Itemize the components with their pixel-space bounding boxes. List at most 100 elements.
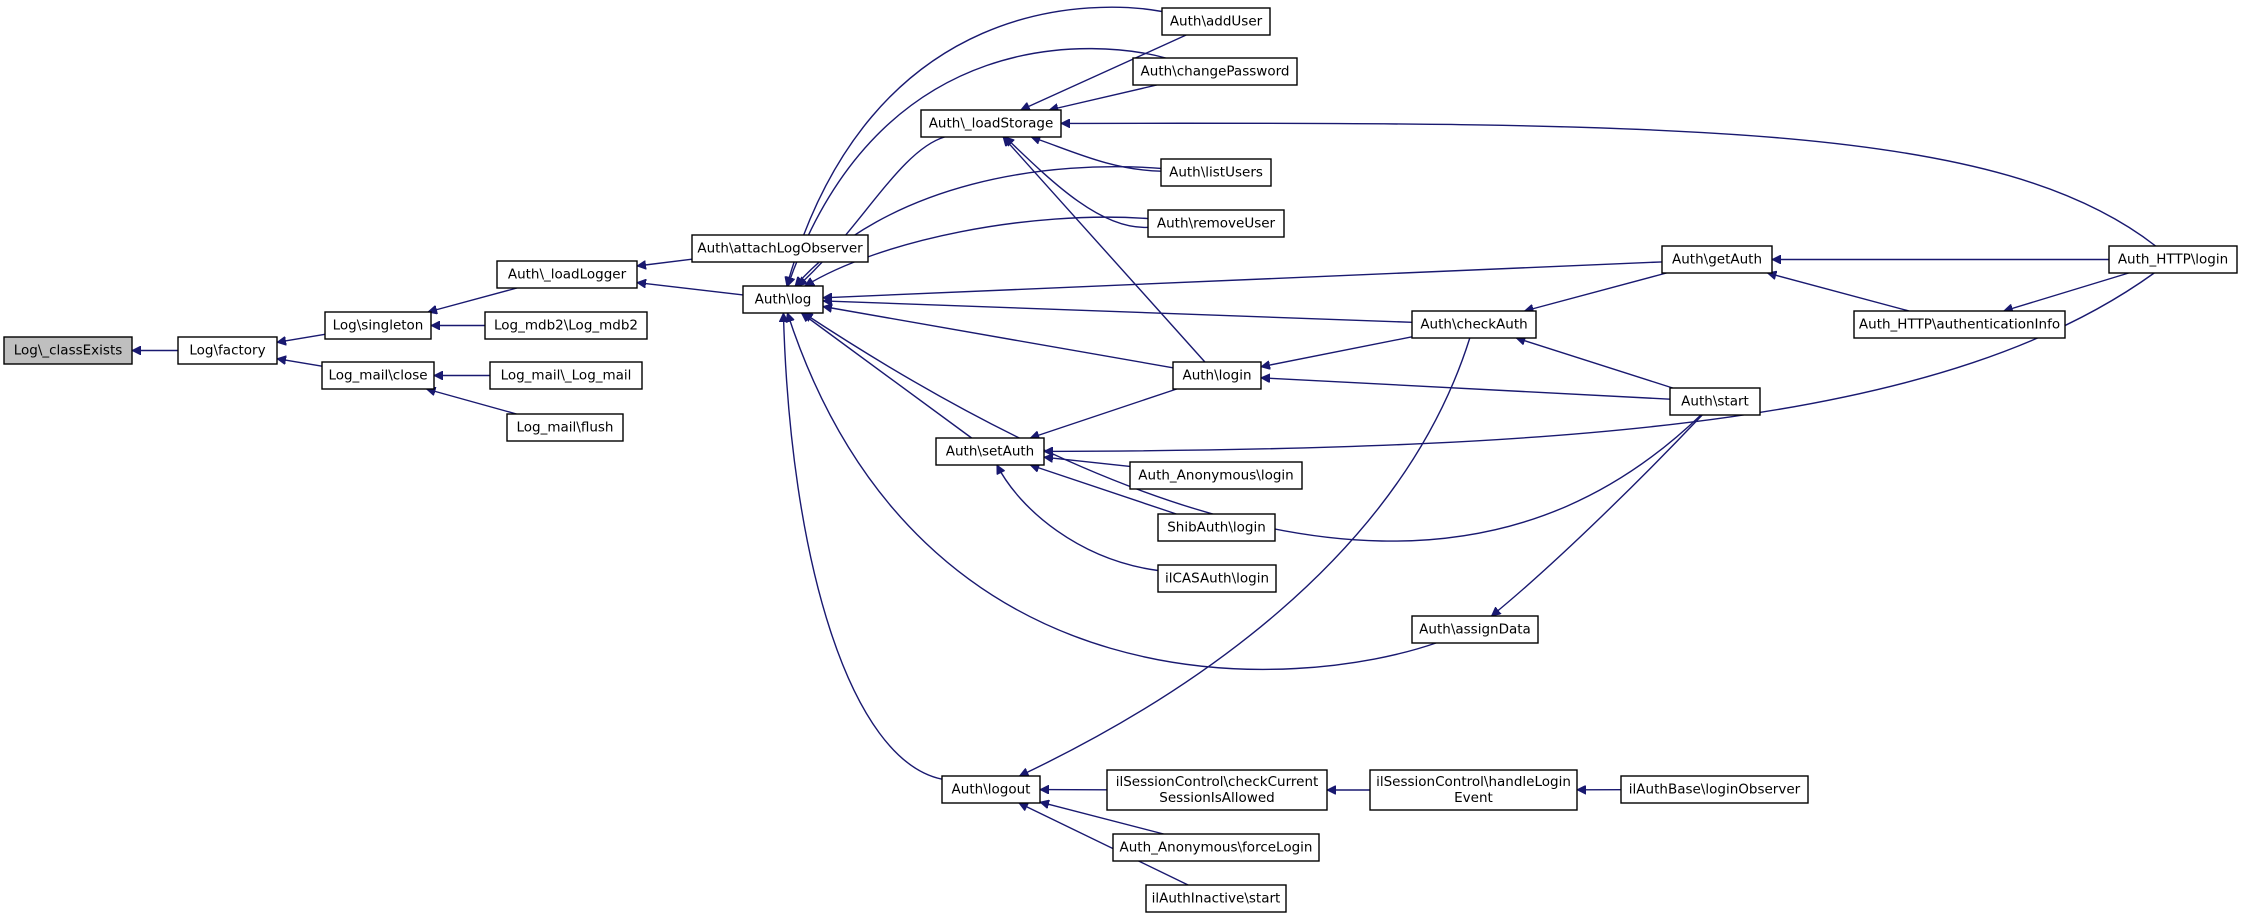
- node-label: Auth\addUser: [1170, 14, 1263, 30]
- node-box[interactable]: [3, 336, 133, 365]
- edge-listUsers-to-loadStorage: [1031, 137, 1162, 172]
- node-authLogout[interactable]: Auth\logout: [941, 775, 1041, 804]
- node-box[interactable]: [1147, 209, 1285, 238]
- node-label: Auth\log: [755, 292, 812, 308]
- node-box[interactable]: [1669, 387, 1761, 416]
- node-box[interactable]: [935, 437, 1045, 466]
- node-label: Auth\start: [1681, 394, 1749, 410]
- node-box[interactable]: [1161, 7, 1271, 36]
- node-forceLogin[interactable]: Auth_Anonymous\forceLogin: [1112, 833, 1320, 862]
- node-box[interactable]: [1411, 310, 1537, 339]
- node-label: Auth\attachLogObserver: [697, 241, 863, 257]
- node-label: Auth\checkAuth: [1420, 317, 1527, 333]
- node-box[interactable]: [321, 361, 435, 390]
- node-inactiveStart[interactable]: ilAuthInactive\start: [1145, 884, 1287, 913]
- node-box[interactable]: [1411, 615, 1539, 644]
- node-listUsers[interactable]: Auth\listUsers: [1160, 158, 1272, 187]
- edge-casLogin-to-setAuth: [996, 465, 1159, 572]
- node-loadStorage[interactable]: Auth\_loadStorage: [920, 109, 1062, 138]
- node-box[interactable]: [941, 775, 1041, 804]
- edge-authStart-to-checkAuth: [1516, 338, 1673, 389]
- node-getAuth[interactable]: Auth\getAuth: [1661, 245, 1773, 274]
- node-label: Auth\assignData: [1419, 622, 1531, 638]
- node-addUser[interactable]: Auth\addUser: [1161, 7, 1271, 36]
- node-checkCurrent[interactable]: ilSessionControl\checkCurrentSessionIsAl…: [1106, 769, 1328, 811]
- node-box[interactable]: [177, 336, 278, 365]
- node-box[interactable]: [1172, 361, 1262, 390]
- node-box[interactable]: [1369, 769, 1578, 811]
- node-label: ilAuthBase\loginObserver: [1629, 782, 1801, 798]
- edge-httpLogin-to-authInfo: [2004, 272, 2129, 311]
- node-shibLogin[interactable]: ShibAuth\login: [1157, 513, 1276, 542]
- edge-getAuth-to-authLog: [823, 261, 1663, 298]
- node-logMailFlush[interactable]: Log_mail\flush: [506, 413, 624, 442]
- node-logMailClose[interactable]: Log_mail\close: [321, 361, 435, 390]
- node-box[interactable]: [1157, 564, 1277, 593]
- node-box[interactable]: [489, 361, 643, 390]
- node-label: Log_mail\_Log_mail: [501, 368, 632, 384]
- node-classExists[interactable]: Log\_classExists: [3, 336, 133, 365]
- edge-inactiveStart-to-authLogout: [1019, 802, 1189, 886]
- edge-addUser-to-authLog: [787, 6, 1163, 286]
- node-attachLogObserver[interactable]: Auth\attachLogObserver: [691, 234, 869, 263]
- node-label: Auth\logout: [952, 782, 1031, 798]
- node-box[interactable]: [1132, 57, 1298, 86]
- node-logMdb2[interactable]: Log_mdb2\Log_mdb2: [484, 311, 648, 340]
- node-box[interactable]: [1620, 775, 1809, 804]
- node-box[interactable]: [1853, 310, 2066, 339]
- node-box[interactable]: [920, 109, 1062, 138]
- edge-authStart-to-authLog: [804, 312, 1702, 542]
- node-authLogin[interactable]: Auth\login: [1172, 361, 1262, 390]
- node-logMailLogMail[interactable]: Log_mail\_Log_mail: [489, 361, 643, 390]
- node-box[interactable]: [1129, 461, 1303, 490]
- node-loginObserver[interactable]: ilAuthBase\loginObserver: [1620, 775, 1809, 804]
- node-authStart[interactable]: Auth\start: [1669, 387, 1761, 416]
- edge-removeUser-to-loadStorage: [1005, 137, 1149, 229]
- node-box[interactable]: [324, 311, 432, 340]
- node-box[interactable]: [1106, 769, 1328, 811]
- node-changePassword[interactable]: Auth\changePassword: [1132, 57, 1298, 86]
- edge-logMailFlush-to-logMailClose: [427, 389, 517, 415]
- node-label: ShibAuth\login: [1167, 520, 1266, 536]
- node-label: Event: [1454, 790, 1493, 806]
- node-httpLogin[interactable]: Auth_HTTP\login: [2108, 245, 2238, 274]
- node-label: Auth_Anonymous\login: [1138, 468, 1293, 484]
- edge-authLogin-to-loadStorage: [1003, 137, 1206, 363]
- node-anonLogin[interactable]: Auth_Anonymous\login: [1129, 461, 1303, 490]
- edge-authStart-to-assignData: [1492, 414, 1703, 616]
- edge-changePassword-to-loadStorage: [1049, 84, 1157, 110]
- edge-setAuth-to-authLog: [801, 313, 973, 439]
- node-box[interactable]: [2108, 245, 2238, 274]
- node-box[interactable]: [1145, 884, 1287, 913]
- node-box[interactable]: [1112, 833, 1320, 862]
- node-logSingleton[interactable]: Log\singleton: [324, 311, 432, 340]
- edge-loadStorage-to-authLog: [798, 136, 945, 286]
- node-setAuth[interactable]: Auth\setAuth: [935, 437, 1045, 466]
- node-checkAuth[interactable]: Auth\checkAuth: [1411, 310, 1537, 339]
- edge-logMailClose-to-logFactory: [277, 359, 323, 367]
- node-box[interactable]: [742, 285, 824, 314]
- edge-logSingleton-to-logFactory: [277, 333, 326, 342]
- node-box[interactable]: [484, 311, 648, 340]
- node-authLoadLogger[interactable]: Auth\_loadLogger: [496, 260, 638, 289]
- node-label: Auth\listUsers: [1169, 165, 1263, 181]
- edge-getAuth-to-checkAuth: [1525, 272, 1667, 311]
- node-box[interactable]: [506, 413, 624, 442]
- node-logFactory[interactable]: Log\factory: [177, 336, 278, 365]
- node-label: Auth\removeUser: [1157, 216, 1276, 232]
- node-casLogin[interactable]: ilCASAuth\login: [1157, 564, 1277, 593]
- node-box[interactable]: [496, 260, 638, 289]
- node-authInfo[interactable]: Auth_HTTP\authenticationInfo: [1853, 310, 2066, 339]
- node-assignData[interactable]: Auth\assignData: [1411, 615, 1539, 644]
- node-box[interactable]: [1157, 513, 1276, 542]
- node-label: Log_mail\flush: [517, 420, 614, 436]
- node-authLog[interactable]: Auth\log: [742, 285, 824, 314]
- node-label: Auth\setAuth: [946, 444, 1034, 460]
- node-box[interactable]: [1160, 158, 1272, 187]
- node-removeUser[interactable]: Auth\removeUser: [1147, 209, 1285, 238]
- node-box[interactable]: [691, 234, 869, 263]
- edge-authStart-to-authLogin: [1261, 378, 1671, 400]
- node-box[interactable]: [1661, 245, 1773, 274]
- edge-anonLogin-to-setAuth: [1044, 457, 1131, 468]
